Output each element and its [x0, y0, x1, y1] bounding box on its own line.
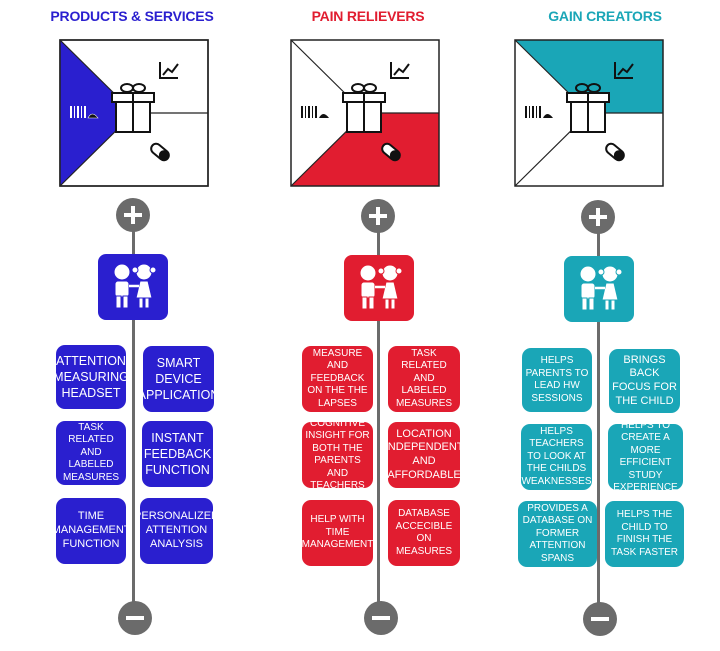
kids-icon [579, 265, 623, 311]
pill-icon [605, 142, 625, 162]
connector-line [597, 215, 600, 615]
value-map-canvas-pain [289, 38, 441, 188]
card-text: HELPS PARENTS TO LEAD HW SESSIONS [525, 355, 589, 404]
minus-button[interactable] [118, 601, 152, 635]
barcode-icon [70, 106, 99, 119]
card-text: BRINGS BACK FOCUS FOR THE CHILD [612, 353, 677, 407]
gain-card: HELPS PARENTS TO LEAD HW SESSIONS [522, 348, 592, 412]
pain-card: MEASURE AND FEEDBACK ON THE THE LAPSES [302, 346, 373, 412]
minus-icon [126, 616, 144, 620]
card-text: ATTENTION MEASURING HEADSET [56, 353, 126, 401]
product-card: PERSONALIZED ATTENTION ANALYSIS [140, 498, 213, 564]
minus-button[interactable] [364, 601, 398, 635]
products-services-title: PRODUCTS & SERVICES [50, 8, 214, 24]
pain-card: LOCATION INDEPENDENT AND AFFORDABLE [388, 422, 460, 488]
gain-card: HELPS THE CHILD TO FINISH THE TASK FASTE… [605, 501, 684, 567]
pain-card: DATABASE ACCECIBLE ON MEASURES [388, 500, 460, 566]
plus-button[interactable] [116, 198, 150, 232]
gain-creators-title: GAIN CREATORS [548, 8, 662, 24]
product-card: TIME MANAGEMENT FUNCTION [56, 498, 126, 564]
kids-icon [113, 263, 157, 309]
card-text: HELPS TO CREATE A MORE EFFICIENT STUDY E… [613, 424, 678, 490]
connector-line [377, 215, 380, 615]
pill-icon [150, 142, 170, 162]
barcode-icon [301, 106, 329, 118]
card-text: TASK RELATED AND LABELED MEASURES [62, 421, 120, 483]
value-map-canvas-gain [513, 38, 665, 188]
pain-card: HELP WITH TIME MANAGEMENT [302, 500, 373, 566]
chart-icon [159, 62, 179, 79]
plus-button[interactable] [361, 199, 395, 233]
pill-icon [381, 142, 401, 162]
card-text: PERSONALIZED ATTENTION ANALYSIS [140, 510, 213, 550]
kids-icon-box [564, 256, 634, 322]
kids-icon [359, 264, 403, 310]
minus-button[interactable] [583, 602, 617, 636]
card-text: HELPS TEACHERS TO LOOK AT THE CHILDS WEA… [521, 425, 592, 487]
card-text: HELP WITH TIME MANAGEMENT [302, 514, 373, 551]
product-card: INSTANT FEEDBACK FUNCTION [142, 421, 213, 487]
card-text: DATABASE ACCECIBLE ON MEASURES [395, 508, 453, 557]
pain-card: COGNITIVE INSIGHT FOR BOTH THE PARENTS A… [302, 422, 373, 488]
card-text: LOCATION INDEPENDENT AND AFFORDABLE [388, 427, 460, 481]
gain-card: BRINGS BACK FOCUS FOR THE CHILD [609, 349, 680, 413]
chart-icon [390, 62, 410, 79]
gain-card: PROVIDES A DATABASE ON FORMER ATTENTION … [518, 501, 597, 567]
product-card: SMART DEVICE APPLICATION [143, 346, 214, 412]
kids-icon-box [344, 255, 414, 321]
gift-icon [342, 83, 386, 133]
product-card: TASK RELATED AND LABELED MEASURES [56, 421, 126, 485]
connector-line [132, 215, 135, 615]
chart-icon [614, 62, 634, 79]
pain-card: TASK RELATED AND LABELED MEASURES [388, 346, 460, 412]
barcode-icon [525, 106, 553, 118]
minus-icon [372, 616, 390, 620]
gain-card: HELPS TO CREATE A MORE EFFICIENT STUDY E… [608, 424, 683, 490]
card-text: MEASURE AND FEEDBACK ON THE THE LAPSES [307, 347, 368, 409]
card-text: TIME MANAGEMENT FUNCTION [56, 510, 126, 550]
product-card: ATTENTION MEASURING HEADSET [56, 345, 126, 409]
pain-relievers-title: PAIN RELIEVERS [311, 8, 425, 24]
value-map-canvas-products [58, 38, 210, 188]
gain-card: HELPS TEACHERS TO LOOK AT THE CHILDS WEA… [521, 424, 592, 490]
gift-icon [566, 83, 610, 133]
card-text: SMART DEVICE APPLICATION [143, 355, 214, 403]
gift-icon [111, 83, 155, 133]
card-text: INSTANT FEEDBACK FUNCTION [143, 430, 212, 478]
minus-icon [591, 617, 609, 621]
card-text: PROVIDES A DATABASE ON FORMER ATTENTION … [522, 502, 593, 564]
plus-button[interactable] [581, 200, 615, 234]
card-text: COGNITIVE INSIGHT FOR BOTH THE PARENTS A… [305, 422, 370, 488]
kids-icon-box [98, 254, 168, 320]
card-text: HELPS THE CHILD TO FINISH THE TASK FASTE… [610, 509, 679, 558]
card-text: TASK RELATED AND LABELED MEASURES [395, 347, 453, 409]
